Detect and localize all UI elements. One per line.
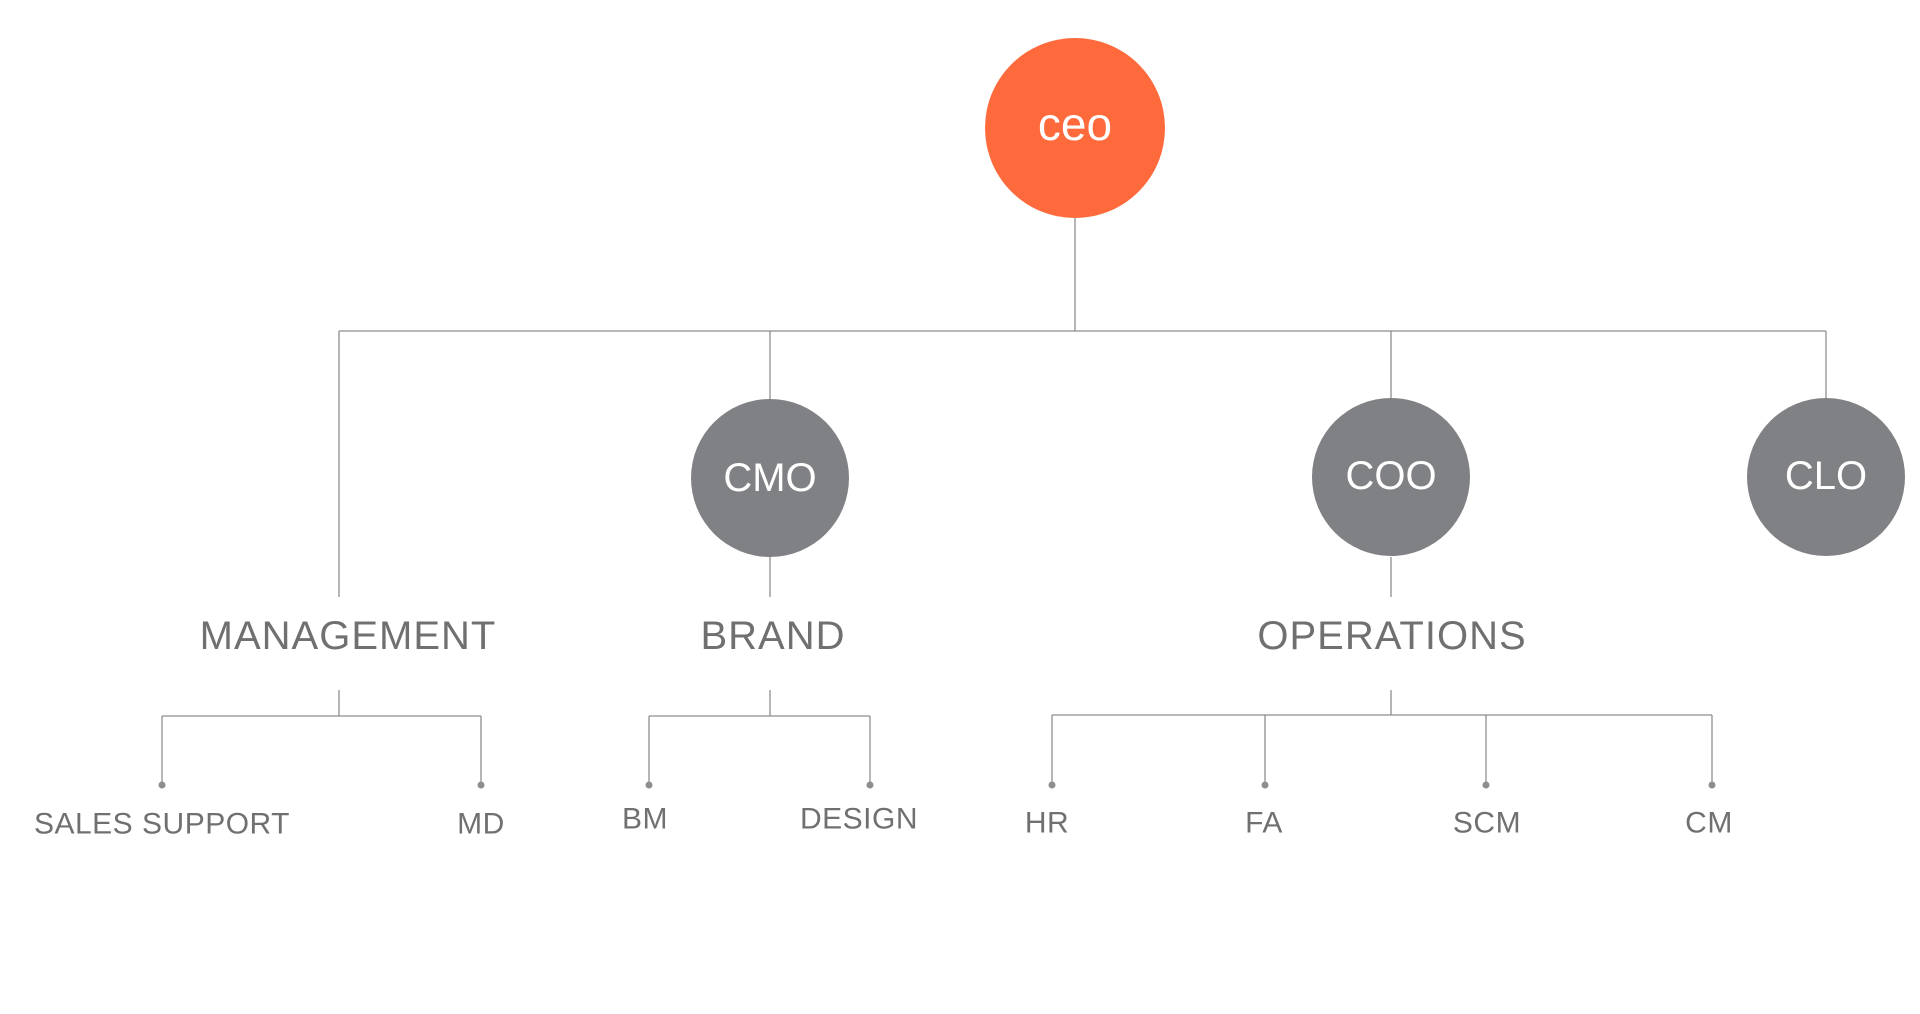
connectors-mid [769, 557, 1392, 597]
leaf-dot [477, 781, 485, 789]
ceo-circle [985, 38, 1165, 218]
dept-brand-label: BRAND [700, 614, 845, 658]
dept-operations-label: OPERATIONS [1257, 614, 1526, 658]
cmo-node: CMO [691, 399, 849, 557]
leaf-dot [1708, 781, 1716, 789]
unit-cm-label: CM [1685, 807, 1733, 840]
ceo-node: ceo [985, 38, 1165, 218]
unit-design-label: DESIGN [800, 803, 918, 836]
dept-management-label: MANAGEMENT [200, 614, 497, 658]
ceo-label: ceo [1038, 98, 1112, 150]
leaf-dot [1482, 781, 1490, 789]
unit-fa-label: FA [1245, 807, 1283, 840]
cmo-circle [691, 399, 849, 557]
unit-sales-support-label: SALES SUPPORT [34, 808, 290, 841]
leaf-dot [158, 781, 166, 789]
coo-node: COO [1312, 398, 1470, 556]
connectors-brand [645, 690, 874, 789]
clo-node: CLO [1747, 398, 1905, 556]
connectors-management [158, 690, 485, 789]
coo-label: COO [1345, 454, 1436, 498]
unit-scm-label: SCM [1453, 807, 1521, 840]
cmo-label: CMO [723, 456, 816, 500]
leaf-dot [1261, 781, 1269, 789]
leaf-dot [645, 781, 653, 789]
coo-circle [1312, 398, 1470, 556]
unit-md-label: MD [457, 808, 505, 841]
unit-bm-label: BM [622, 803, 668, 836]
connectors-top [338, 218, 1827, 597]
leaf-dot [866, 781, 874, 789]
clo-circle [1747, 398, 1905, 556]
clo-label: CLO [1785, 454, 1867, 498]
connectors-operations [1048, 690, 1716, 789]
leaf-dot [1048, 781, 1056, 789]
unit-hr-label: HR [1025, 807, 1069, 840]
